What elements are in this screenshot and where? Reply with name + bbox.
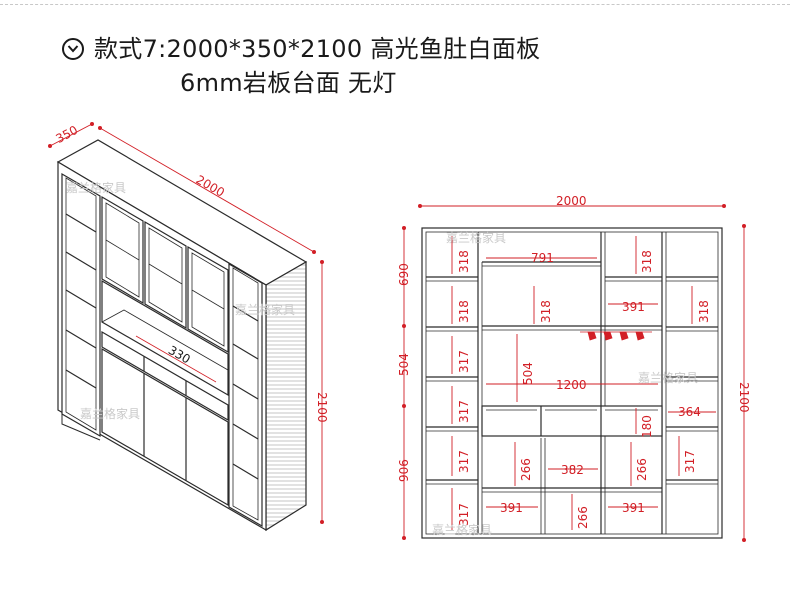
front-total-width: 2000 xyxy=(556,194,587,208)
left-height-3: 906 xyxy=(397,459,411,482)
right-shelf-height: 318 xyxy=(697,300,711,323)
right-lower-height: 317 xyxy=(683,450,697,473)
left-height-1: 690 xyxy=(397,263,411,286)
right-width: 364 xyxy=(678,405,701,419)
top-center-width: 791 xyxy=(531,251,554,265)
watermark: 嘉兰格家具 xyxy=(446,230,506,245)
bottom-right-width: 391 xyxy=(622,501,645,515)
col-left-shelf: 318 xyxy=(457,250,471,273)
watermark: 嘉兰格家具 xyxy=(432,522,492,537)
iso-view xyxy=(56,139,308,532)
center-upper-height: 318 xyxy=(457,300,471,323)
title-line-2: 6mm岩板台面 无灯 xyxy=(180,69,397,97)
watermark: 嘉兰格家具 xyxy=(235,302,295,317)
watermark: 嘉兰格家具 xyxy=(80,406,140,421)
left-mid-a: 317 xyxy=(457,350,471,373)
center-right-width: 391 xyxy=(622,300,645,314)
page-title: 款式7:2000*350*2100 高光鱼肚白面板 6mm岩板台面 无灯 xyxy=(62,32,540,100)
glass-rack xyxy=(580,331,652,341)
lower-center-h1: 266 xyxy=(519,458,533,481)
lower-left-a: 317 xyxy=(457,450,471,473)
front-view xyxy=(421,227,723,539)
lower-left-b: 317 xyxy=(457,503,471,526)
lower-center-width: 382 xyxy=(561,463,584,477)
watermark: 嘉兰格家具 xyxy=(66,180,126,195)
left-height-2: 504 xyxy=(397,353,411,376)
iso-depth-label: 350 xyxy=(53,123,80,146)
lower-center-h2: 266 xyxy=(635,458,649,481)
center-width: 1200 xyxy=(556,378,587,392)
bottom-left-width: 391 xyxy=(500,501,523,515)
front-dimensions xyxy=(402,204,746,542)
col-right-shelf: 318 xyxy=(640,250,654,273)
watermark: 嘉兰格家具 xyxy=(638,370,698,385)
chevron-down-circle-icon xyxy=(62,38,84,60)
iso-dimensions xyxy=(48,122,324,524)
iso-width-label: 2000 xyxy=(194,172,227,199)
center-right-height: 318 xyxy=(539,300,553,323)
drawer-height: 180 xyxy=(640,415,654,438)
left-mid-b: 317 xyxy=(457,400,471,423)
title-line-1: 款式7:2000*350*2100 高光鱼肚白面板 xyxy=(94,35,541,63)
bottom-center-height: 266 xyxy=(576,506,590,529)
front-total-height: 2100 xyxy=(737,382,751,413)
top-divider xyxy=(0,4,790,5)
center-open-height: 504 xyxy=(521,362,535,385)
iso-height-label: 2100 xyxy=(315,392,329,423)
